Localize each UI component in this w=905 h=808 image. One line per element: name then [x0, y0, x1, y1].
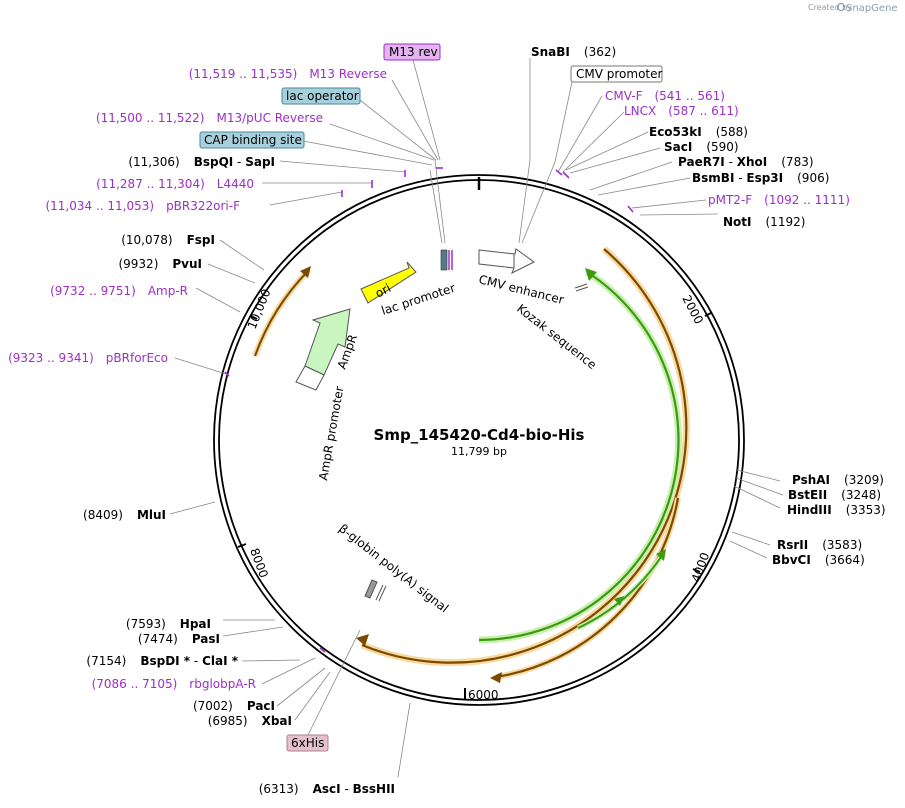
- orf-arc-left: [254, 269, 310, 357]
- kozak-mark: [575, 286, 589, 292]
- site-fspi: (10,078)FspI: [121, 233, 215, 247]
- ampr-arrow: [304, 308, 351, 376]
- site-pvui: (9932)PvuI: [118, 257, 202, 271]
- tick-mark: [692, 568, 701, 573]
- plasmid-length: 11,799 bp: [451, 445, 507, 458]
- primer-m13-puc-reverse: (11,500 .. 11,522)M13/pUC Reverse: [96, 111, 323, 125]
- site-bsmbi-esp3i: BsmBI - Esp3I(906): [692, 171, 829, 185]
- ori-label: ori: [373, 281, 393, 301]
- cmv-promoter-box-label: CMV promoter: [576, 67, 663, 81]
- site-asci-bsshii: (6313)AscI - BssHII: [259, 782, 395, 796]
- site-snabi: SnaBI(362): [531, 45, 616, 59]
- primer-marks: [224, 167, 634, 653]
- site-pasi: (7474)PasI: [138, 632, 220, 646]
- his-tag-box-label: 6xHis: [291, 736, 324, 750]
- cds-arrowhead: [656, 549, 666, 561]
- site-bspqi-sapi: (11,306)BspQI - SapI: [128, 155, 275, 169]
- primer-amp-r: (9732 .. 9751)Amp-R: [50, 284, 188, 298]
- cds-arc-halo: [478, 269, 682, 644]
- credit-brand: SnapGene: [846, 3, 898, 14]
- orf-arc-inner: [495, 497, 680, 679]
- cap-binding-box-label: CAP binding site: [204, 133, 302, 147]
- cap-binding-box: [199, 131, 305, 149]
- lac-promoter-mark: [440, 249, 448, 271]
- site-paer7i-xhoi: PaeR7I - XhoI(783): [678, 155, 814, 169]
- primer-pbrforeco: (9323 .. 9341)pBRforEco: [8, 351, 168, 365]
- site-hpai: (7593)HpaI: [126, 617, 211, 631]
- primer-m13-reverse: (11,519 .. 11,535)M13 Reverse: [189, 67, 387, 81]
- primer-pbr322ori-f: (11,034 .. 11,053)pBR322ori-F: [45, 199, 240, 213]
- his-tag-box: [286, 734, 329, 752]
- lac-operator-box-label: lac operator: [286, 89, 359, 103]
- cmv-enhancer-arrow: [478, 248, 535, 275]
- primer-cmvf: CMV-F(541 .. 561): [605, 89, 725, 103]
- snapgene-logo-icon: [836, 2, 846, 12]
- m13rev-box: [383, 43, 441, 61]
- cds-arc-main: [478, 271, 680, 642]
- primer-l4440: (11,287 .. 11,304)L4440: [96, 177, 254, 191]
- bglobin-mark: [364, 579, 378, 599]
- tick-label-4000: 4000: [689, 551, 713, 584]
- bglobin-mark: [378, 585, 387, 602]
- tick-mark: [249, 315, 258, 320]
- site-noti: NotI(1192): [723, 215, 805, 229]
- tick-mark: [704, 312, 712, 317]
- feature-boxes: M13 rev CMV promoter lac operator CAP bi…: [199, 43, 663, 752]
- orf-arrowhead: [490, 672, 502, 683]
- orf-arrowhead: [300, 266, 311, 278]
- ori-arrow: [360, 261, 417, 304]
- left-labels: (11,519 .. 11,535)M13 Reverse (11,500 ..…: [8, 67, 395, 796]
- backbone-outer: [213, 174, 745, 706]
- cds-arc-small: [577, 553, 664, 629]
- site-saci: SacI(590): [664, 140, 739, 154]
- primer-lncx: LNCX(587 .. 611): [624, 104, 739, 118]
- site-rsrii: RsrII(3583): [777, 538, 862, 552]
- bglobin-mark: [375, 584, 384, 601]
- site-bspdi-clai: (7154)BspDI * - ClaI *: [86, 654, 238, 668]
- cmv-promoter-box: [570, 65, 663, 83]
- orf-arc-outer: [361, 248, 688, 664]
- site-mlui: (8409)MluI: [83, 508, 166, 522]
- orf-arrowhead: [356, 634, 369, 646]
- site-xbai: (6985)XbaI: [208, 714, 292, 728]
- site-bsteii: BstEII(3248): [788, 488, 881, 502]
- cds-arrowhead: [614, 596, 624, 606]
- right-labels: SnaBI(362) CMV-F(541 .. 561) LNCX(587 ..…: [531, 45, 886, 567]
- cds-arrowhead: [585, 268, 597, 281]
- site-pshai: PshAI(3209): [792, 473, 884, 487]
- site-eco53ki: Eco53kI(588): [649, 125, 748, 139]
- primer-pmt2f: pMT2-F(1092 .. 1111): [708, 193, 850, 207]
- primer-rbglobpa-r: (7086 .. 7105)rbglobpA-R: [92, 677, 256, 691]
- ampr-promoter-arrow: [295, 365, 325, 391]
- credit-prefix: Created by: [808, 3, 852, 12]
- m13rev-box-label: M13 rev: [389, 45, 438, 59]
- bglobin-label: β-globin poly(A) signal: [336, 521, 451, 615]
- kozak-label: Kozak sequence: [514, 301, 599, 372]
- site-hindiii: HindIII(3353): [787, 503, 886, 517]
- ampr-promoter-label: AmpR promoter: [316, 385, 346, 481]
- site-paci: (7002)PacI: [193, 699, 275, 713]
- leader-lines: [169, 58, 784, 778]
- plasmid-name: Smp_145420-Cd4-bio-His: [374, 426, 585, 444]
- kozak-mark: [574, 283, 588, 289]
- site-bbvci: BbvCI(3664): [772, 553, 865, 567]
- tick-label-6000: 6000: [468, 688, 499, 702]
- tick-mark: [237, 543, 247, 548]
- lac-operator-box: [281, 87, 361, 105]
